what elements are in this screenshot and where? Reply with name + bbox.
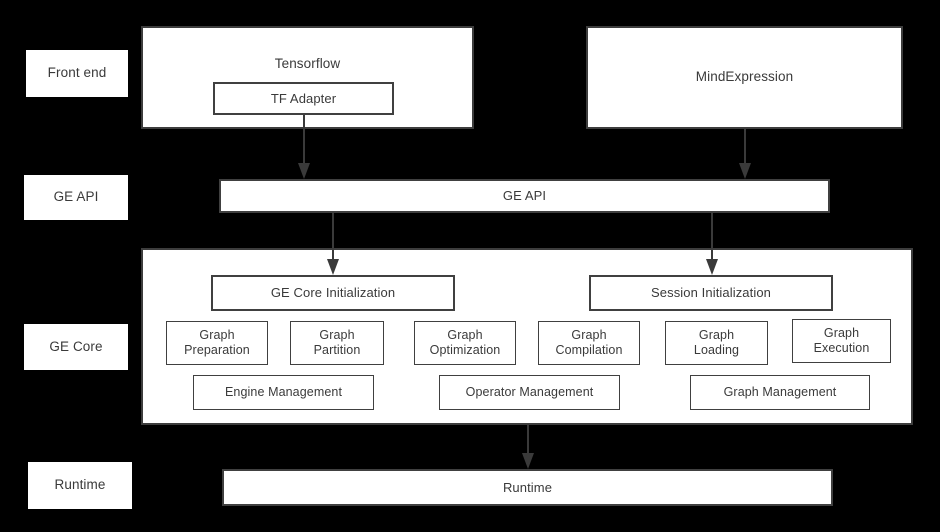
graph-partition-line2: Partition: [313, 343, 361, 357]
layer-label-ge-core-text: GE Core: [49, 338, 103, 354]
runtime-bar-label: Runtime: [502, 479, 553, 495]
layer-label-runtime: Runtime: [28, 462, 132, 509]
tf-adapter-box[interactable]: TF Adapter: [213, 82, 394, 115]
operator-management-label: Operator Management: [465, 384, 594, 399]
engine-management-box[interactable]: Engine Management: [193, 375, 374, 410]
arrow-ge-api-to-ge-core-init: [325, 213, 345, 277]
arrow-ge-api-to-session-init: [704, 213, 724, 277]
graph-optimization-line1: Graph: [447, 327, 483, 342]
mindexpression-title: MindExpression: [695, 69, 794, 85]
graph-management-label: Graph Management: [723, 384, 837, 399]
ge-core-initialization-box[interactable]: GE Core Initialization: [211, 275, 455, 311]
layer-label-ge-core: GE Core: [24, 324, 128, 370]
layer-label-runtime-text: Runtime: [54, 477, 106, 493]
layer-label-front-end-text: Front end: [47, 65, 107, 81]
session-initialization-label: Session Initialization: [651, 285, 771, 301]
graph-compilation-box[interactable]: Graph Compilation: [538, 321, 640, 365]
tensorflow-title: Tensorflow: [274, 56, 341, 71]
session-initialization-box[interactable]: Session Initialization: [589, 275, 833, 311]
graph-compilation-line1: Graph: [571, 327, 607, 342]
graph-execution-box[interactable]: Graph Execution: [792, 319, 891, 363]
layer-label-front-end: Front end: [26, 50, 128, 97]
graph-preparation-line1: Graph: [199, 327, 235, 342]
ge-api-bar-label: GE API: [502, 188, 547, 204]
graph-optimization-line2: Optimization: [429, 343, 501, 357]
graph-compilation-line2: Compilation: [555, 343, 623, 357]
ge-core-initialization-label: GE Core Initialization: [270, 285, 396, 301]
graph-execution-line1: Graph: [823, 325, 860, 340]
graph-partition-line1: Graph: [319, 327, 355, 342]
graph-management-box[interactable]: Graph Management: [690, 375, 870, 410]
arrow-tf-adapter-to-ge-api: [296, 115, 316, 181]
layer-label-ge-api-text: GE API: [53, 189, 99, 205]
graph-partition-box[interactable]: Graph Partition: [290, 321, 384, 365]
tf-adapter-label: TF Adapter: [270, 90, 337, 106]
graph-loading-line1: Graph: [698, 327, 735, 342]
operator-management-box[interactable]: Operator Management: [439, 375, 620, 410]
graph-optimization-box[interactable]: Graph Optimization: [414, 321, 516, 365]
runtime-bar[interactable]: Runtime: [222, 469, 833, 506]
graph-preparation-box[interactable]: Graph Preparation: [166, 321, 268, 365]
graph-preparation-line2: Preparation: [184, 343, 250, 357]
arrow-ge-core-to-runtime: [520, 425, 540, 471]
graph-execution-line2: Execution: [813, 341, 870, 355]
graph-loading-box[interactable]: Graph Loading: [665, 321, 768, 365]
mindexpression-container: MindExpression: [586, 26, 903, 129]
engine-management-label: Engine Management: [224, 384, 343, 399]
arrow-mindexpression-to-ge-api: [737, 129, 757, 181]
layer-label-ge-api: GE API: [24, 175, 128, 220]
ge-api-bar[interactable]: GE API: [219, 179, 830, 213]
graph-loading-line2: Loading: [693, 343, 740, 357]
